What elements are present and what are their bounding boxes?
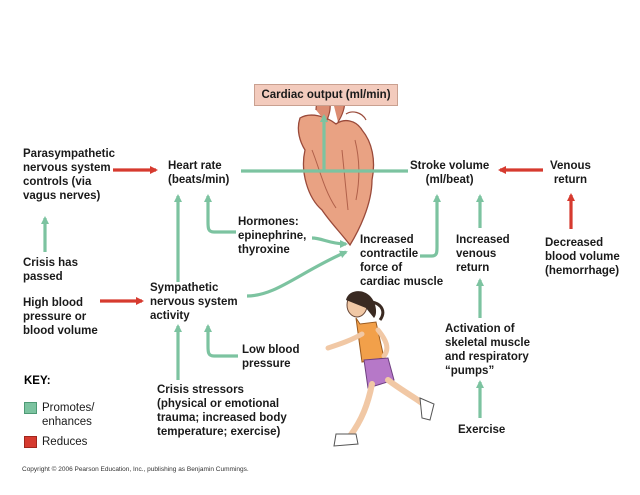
node-parasympathetic: Parasympathetic nervous system controls (v…	[23, 147, 115, 203]
label-line: Sympathetic	[150, 282, 219, 294]
label-line: pressure	[242, 358, 291, 370]
label-line: nervous system	[150, 296, 238, 308]
label-line: High blood	[23, 297, 84, 309]
label-line: enhances	[42, 416, 92, 428]
node-crisis-stressors: Crisis stressors (physical or emotional tr…	[157, 383, 287, 439]
label-line: Venous	[550, 160, 591, 172]
label-line: controls (via	[23, 176, 92, 188]
label-line: Crisis stressors	[157, 384, 244, 396]
label-line: blood volume	[23, 325, 98, 337]
label-line: Increased	[456, 234, 510, 246]
node-increased-contractile: Increased contractile force of cardiac musc…	[360, 233, 443, 289]
arrow-hormones-to-hr	[204, 194, 236, 234]
label-line: venous	[456, 248, 497, 260]
label-line: vagus nerves)	[23, 190, 101, 202]
node-heart-rate: Heart rate (beats/min)	[168, 159, 229, 187]
label-line: temperature; exercise)	[157, 426, 281, 438]
label-line: skeletal muscle	[445, 337, 531, 349]
label-line: force of	[360, 262, 403, 274]
node-high-bp: High blood pressure or blood volume	[23, 296, 98, 338]
label-line: Activation of	[445, 323, 515, 335]
key-reduces-label: Reduces	[42, 436, 88, 448]
key-promotes-swatch	[24, 402, 37, 414]
label-line: Parasympathetic	[23, 148, 116, 160]
key-title: KEY:	[24, 375, 51, 387]
node-exercise: Exercise	[458, 423, 505, 437]
label-line: Low blood	[242, 344, 300, 356]
key-promotes-label: Promotes/enhances	[42, 401, 94, 429]
label-line: epinephrine,	[238, 230, 307, 242]
label-line: return	[553, 174, 588, 186]
label-line: Crisis has	[23, 257, 78, 269]
label-line: Increased	[360, 234, 414, 246]
label-line: pressure or	[23, 311, 87, 323]
node-sympathetic: Sympathetic nervous system activity	[150, 281, 238, 323]
key-reduces-swatch	[24, 436, 37, 448]
label-line: Heart rate	[168, 160, 222, 172]
arrow-hormones-to-contractile	[311, 236, 348, 248]
label-line: blood volume	[545, 251, 620, 263]
label-line: Stroke volume	[410, 160, 490, 172]
label-line: contractile	[360, 248, 419, 260]
label-line: passed	[23, 271, 63, 283]
node-crisis-passed: Crisis has passed	[23, 256, 78, 284]
label-line: (hemorrhage)	[545, 265, 620, 277]
runner-illustration	[325, 291, 435, 447]
copyright-notice: Copyright © 2006 Pearson Education, Inc.…	[22, 466, 249, 473]
cardiac-output-box: Cardiac output (ml/min)	[254, 84, 398, 106]
label-line: cardiac muscle	[360, 276, 444, 288]
label-line: Decreased	[545, 237, 604, 249]
label-line: trauma; increased body	[157, 412, 287, 424]
label-line: return	[456, 262, 490, 274]
label-line: thyroxine	[238, 244, 290, 256]
arrow-symp-to-contractile	[246, 250, 348, 298]
label-line: (physical or emotional	[157, 398, 280, 410]
label-line: activity	[150, 310, 190, 322]
node-low-bp: Low blood pressure	[242, 343, 299, 371]
label-line: (beats/min)	[168, 174, 230, 186]
label-line: nervous system	[23, 162, 111, 174]
arrow-lowbp-to-symp	[204, 324, 238, 358]
node-hormones: Hormones: epinephrine, thyroxine	[238, 215, 306, 257]
label-line: Promotes/	[42, 402, 95, 414]
arrow-contractile-to-sv	[420, 194, 441, 258]
label-line: Hormones:	[238, 216, 299, 228]
label-line: and respiratory	[445, 351, 529, 363]
node-venous-return: Venous return	[550, 159, 591, 187]
node-decreased-blood: Decreased blood volume (hemorrhage)	[545, 236, 620, 278]
label-line: Exercise	[458, 424, 506, 436]
label-line: (ml/beat)	[425, 174, 474, 186]
node-stroke-volume: Stroke volume (ml/beat)	[410, 159, 489, 187]
node-activation: Activation of skeletal muscle and respirat…	[445, 322, 530, 378]
label-line: “pumps”	[445, 365, 495, 377]
node-increased-venous: Increased venous return	[456, 233, 510, 275]
